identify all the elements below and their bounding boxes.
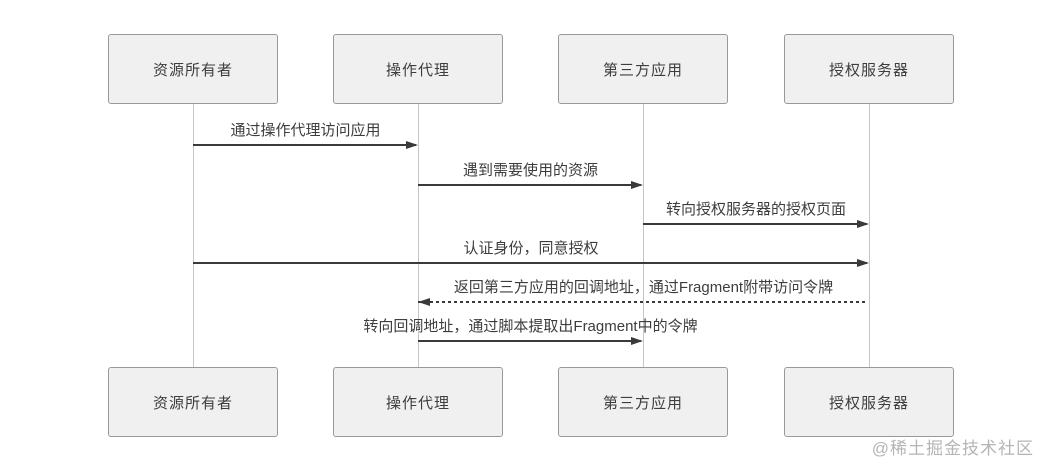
actor-box-bottom-4: 授权服务器 <box>784 367 954 437</box>
actor-label: 操作代理 <box>385 61 450 79</box>
message-label: 转向授权服务器的授权页面 <box>665 201 847 218</box>
actor-box-bottom-1: 资源所有者 <box>108 367 278 437</box>
lifeline-3 <box>643 104 644 367</box>
actor-label: 第三方应用 <box>602 61 683 79</box>
arrow-head-icon <box>418 298 430 306</box>
message-line <box>193 144 416 146</box>
lifeline-2 <box>418 104 419 367</box>
message-label: 转向回调地址，通过脚本提取出Fragment中的令牌 <box>363 318 698 335</box>
actor-box-bottom-3: 第三方应用 <box>558 367 728 437</box>
actor-label: 授权服务器 <box>828 61 909 79</box>
message-line <box>418 301 867 303</box>
arrow-head-icon <box>631 181 643 189</box>
actor-label: 授权服务器 <box>828 394 909 412</box>
actor-box-top-4: 授权服务器 <box>784 34 954 104</box>
message-label: 遇到需要使用的资源 <box>462 162 599 179</box>
actor-box-top-2: 操作代理 <box>333 34 503 104</box>
message-line <box>643 223 867 225</box>
message-line <box>418 184 641 186</box>
actor-label: 操作代理 <box>385 394 450 412</box>
message-label: 返回第三方应用的回调地址，通过Fragment附带访问令牌 <box>453 279 834 296</box>
actor-box-bottom-2: 操作代理 <box>333 367 503 437</box>
actor-label: 资源所有者 <box>152 394 233 412</box>
arrow-head-icon <box>857 259 869 267</box>
arrow-head-icon <box>406 141 418 149</box>
arrow-head-icon <box>631 337 643 345</box>
arrow-head-icon <box>857 220 869 228</box>
message-label: 通过操作代理访问应用 <box>230 122 381 139</box>
watermark: @稀土掘金技术社区 <box>871 439 1034 458</box>
message-line <box>418 340 641 342</box>
actor-box-top-3: 第三方应用 <box>558 34 728 104</box>
actor-label: 第三方应用 <box>602 394 683 412</box>
message-line <box>193 262 867 264</box>
actor-box-top-1: 资源所有者 <box>108 34 278 104</box>
message-label: 认证身份，同意授权 <box>463 240 599 257</box>
lifeline-4 <box>869 104 870 367</box>
actor-label: 资源所有者 <box>152 61 233 79</box>
lifeline-1 <box>193 104 194 367</box>
